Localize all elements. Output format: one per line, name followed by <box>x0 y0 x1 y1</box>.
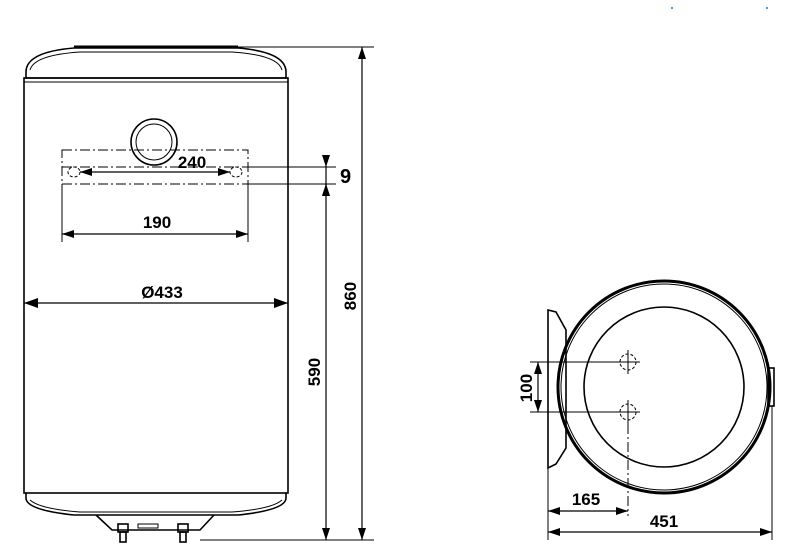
tank-bottom-cap <box>25 493 287 516</box>
dim-bracket-width: 240 <box>80 153 230 176</box>
dim-overall-height-label: 860 <box>341 282 360 310</box>
dim-pipe-offset-label: 165 <box>572 490 600 509</box>
dim-hole-spacing-label: 190 <box>143 213 171 232</box>
front-view: 240 190 Ø433 9 <box>23 45 374 543</box>
tank-inner <box>583 306 745 468</box>
dim-pipe-offset: 165 <box>548 490 628 515</box>
outlet-pipe-left <box>117 523 129 543</box>
dim-depth-label: 451 <box>650 512 678 531</box>
dim-diameter-label: Ø433 <box>141 283 183 302</box>
dim-bracket-offset-label: 9 <box>340 166 351 188</box>
dim-overall-height: 860 <box>341 47 366 540</box>
dim-depth: 451 <box>548 512 772 536</box>
dim-diameter: Ø433 <box>24 283 288 308</box>
tank-outline <box>556 279 772 495</box>
side-fitting <box>767 367 775 407</box>
thermometer-dial <box>130 118 178 166</box>
dim-mount-height-label: 590 <box>305 358 324 386</box>
outlet-pipe-right <box>177 523 189 543</box>
dim-mount-height: 590 <box>305 184 330 540</box>
top-view: 100 165 451 <box>517 279 775 540</box>
pipe-hole-lower <box>616 400 640 516</box>
dim-bracket-width-label: 240 <box>178 153 206 172</box>
dim-hole-spacing: 190 <box>61 184 249 242</box>
tank-body <box>23 77 289 494</box>
dim-pipe-spacing: 100 <box>517 362 542 412</box>
pipe-hole-upper <box>616 350 640 374</box>
dim-pipe-spacing-label: 100 <box>517 374 536 402</box>
